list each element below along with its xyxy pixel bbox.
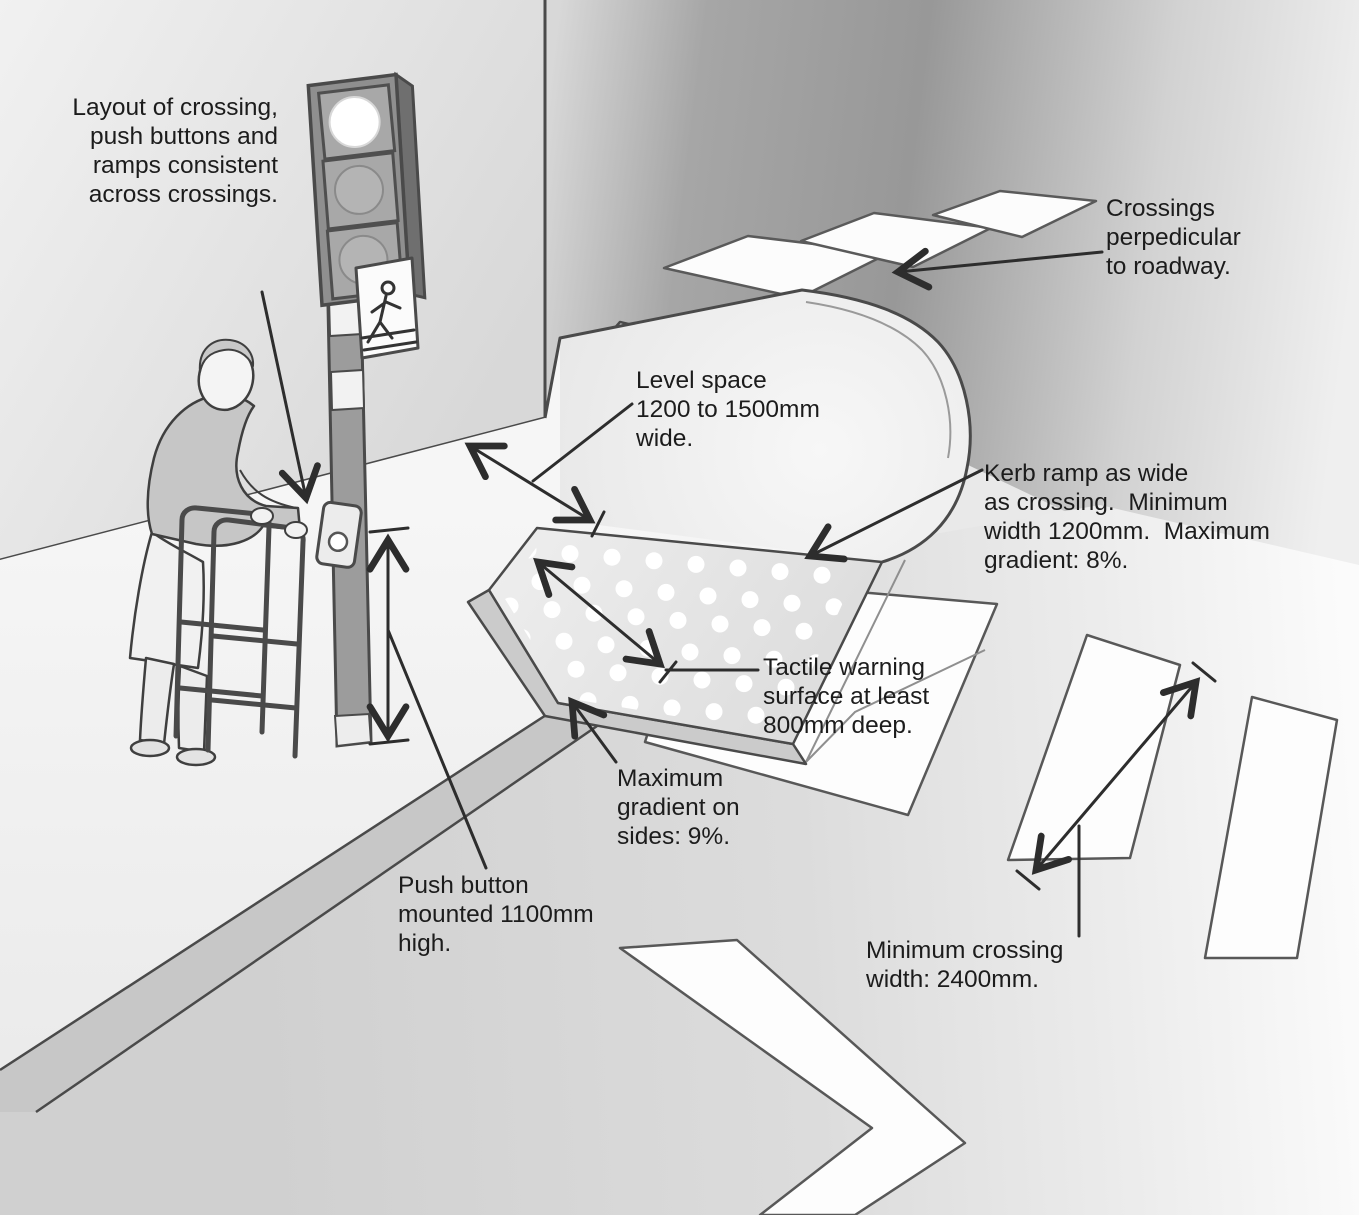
skirt — [128, 530, 206, 670]
annotation-crossings-perpendicular: Crossings perpedicular to roadway. — [1106, 195, 1241, 280]
kerb-band — [0, 706, 600, 1112]
leg — [177, 664, 209, 754]
hand — [250, 507, 274, 525]
pedestrian-sign — [354, 256, 420, 360]
push-button-box — [315, 500, 363, 569]
kerb-edge-upper — [543, 288, 972, 564]
arrow-gradient-sides — [568, 696, 618, 764]
annotation-min-crossing-width: Minimum crossing width: 2400mm. — [866, 937, 1064, 993]
annotation-arrows — [260, 247, 1217, 938]
annotation-kerb-ramp: Kerb ramp as wide as crossing. Minimum w… — [984, 460, 1270, 574]
shoe — [129, 738, 171, 758]
signal-lens-top-lit — [328, 96, 381, 149]
signal-lens-middle — [333, 164, 384, 215]
lower-roadway — [0, 505, 1359, 1215]
kerb-band-edges — [0, 704, 601, 1114]
pole-base-band — [333, 712, 373, 748]
annotation-push-button: Push button mounted 1100mm high. — [398, 872, 594, 957]
dimension-arrow-tactile-depth — [533, 557, 665, 669]
dimension-tick — [658, 660, 678, 684]
kerb-inner-line — [805, 301, 952, 459]
upper-roadway — [545, 0, 1359, 600]
corner-buildout — [560, 290, 971, 562]
annotation-level-space: Level space 1200 to 1500mm wide. — [636, 367, 820, 452]
shoe — [175, 747, 217, 767]
walking-figure-icon — [360, 280, 418, 352]
bent-road-marking — [618, 938, 967, 1215]
upper-crossing-stripes — [662, 189, 1098, 300]
crossing-stripe — [931, 189, 1098, 239]
zebra-stripe-3 — [1203, 695, 1339, 960]
pole-white-band — [329, 368, 366, 412]
push-button — [327, 531, 349, 553]
dimension-tick — [590, 510, 606, 538]
annotation-max-gradient-sides: Maximum gradient on sides: 9%. — [617, 765, 740, 850]
arrow-layout-to-push-button — [260, 290, 321, 505]
dimension-arrow-crossing-width — [1031, 677, 1201, 875]
arm-line — [239, 469, 297, 509]
hand — [284, 521, 308, 539]
dimension-arrow-level-space — [464, 442, 596, 524]
hair — [198, 338, 255, 373]
arrow-kerb-ramp — [804, 468, 984, 563]
arrow-crossings-perpendicular — [891, 247, 1104, 291]
annotation-layout-consistency: Layout of crossing, push buttons and ram… — [72, 94, 278, 208]
dimension-tick — [1015, 661, 1217, 891]
road-edge-line — [805, 559, 986, 763]
dimension-tick — [368, 526, 410, 746]
annotation-tactile-warning: Tactile warning surface at least 800mm d… — [763, 654, 930, 739]
